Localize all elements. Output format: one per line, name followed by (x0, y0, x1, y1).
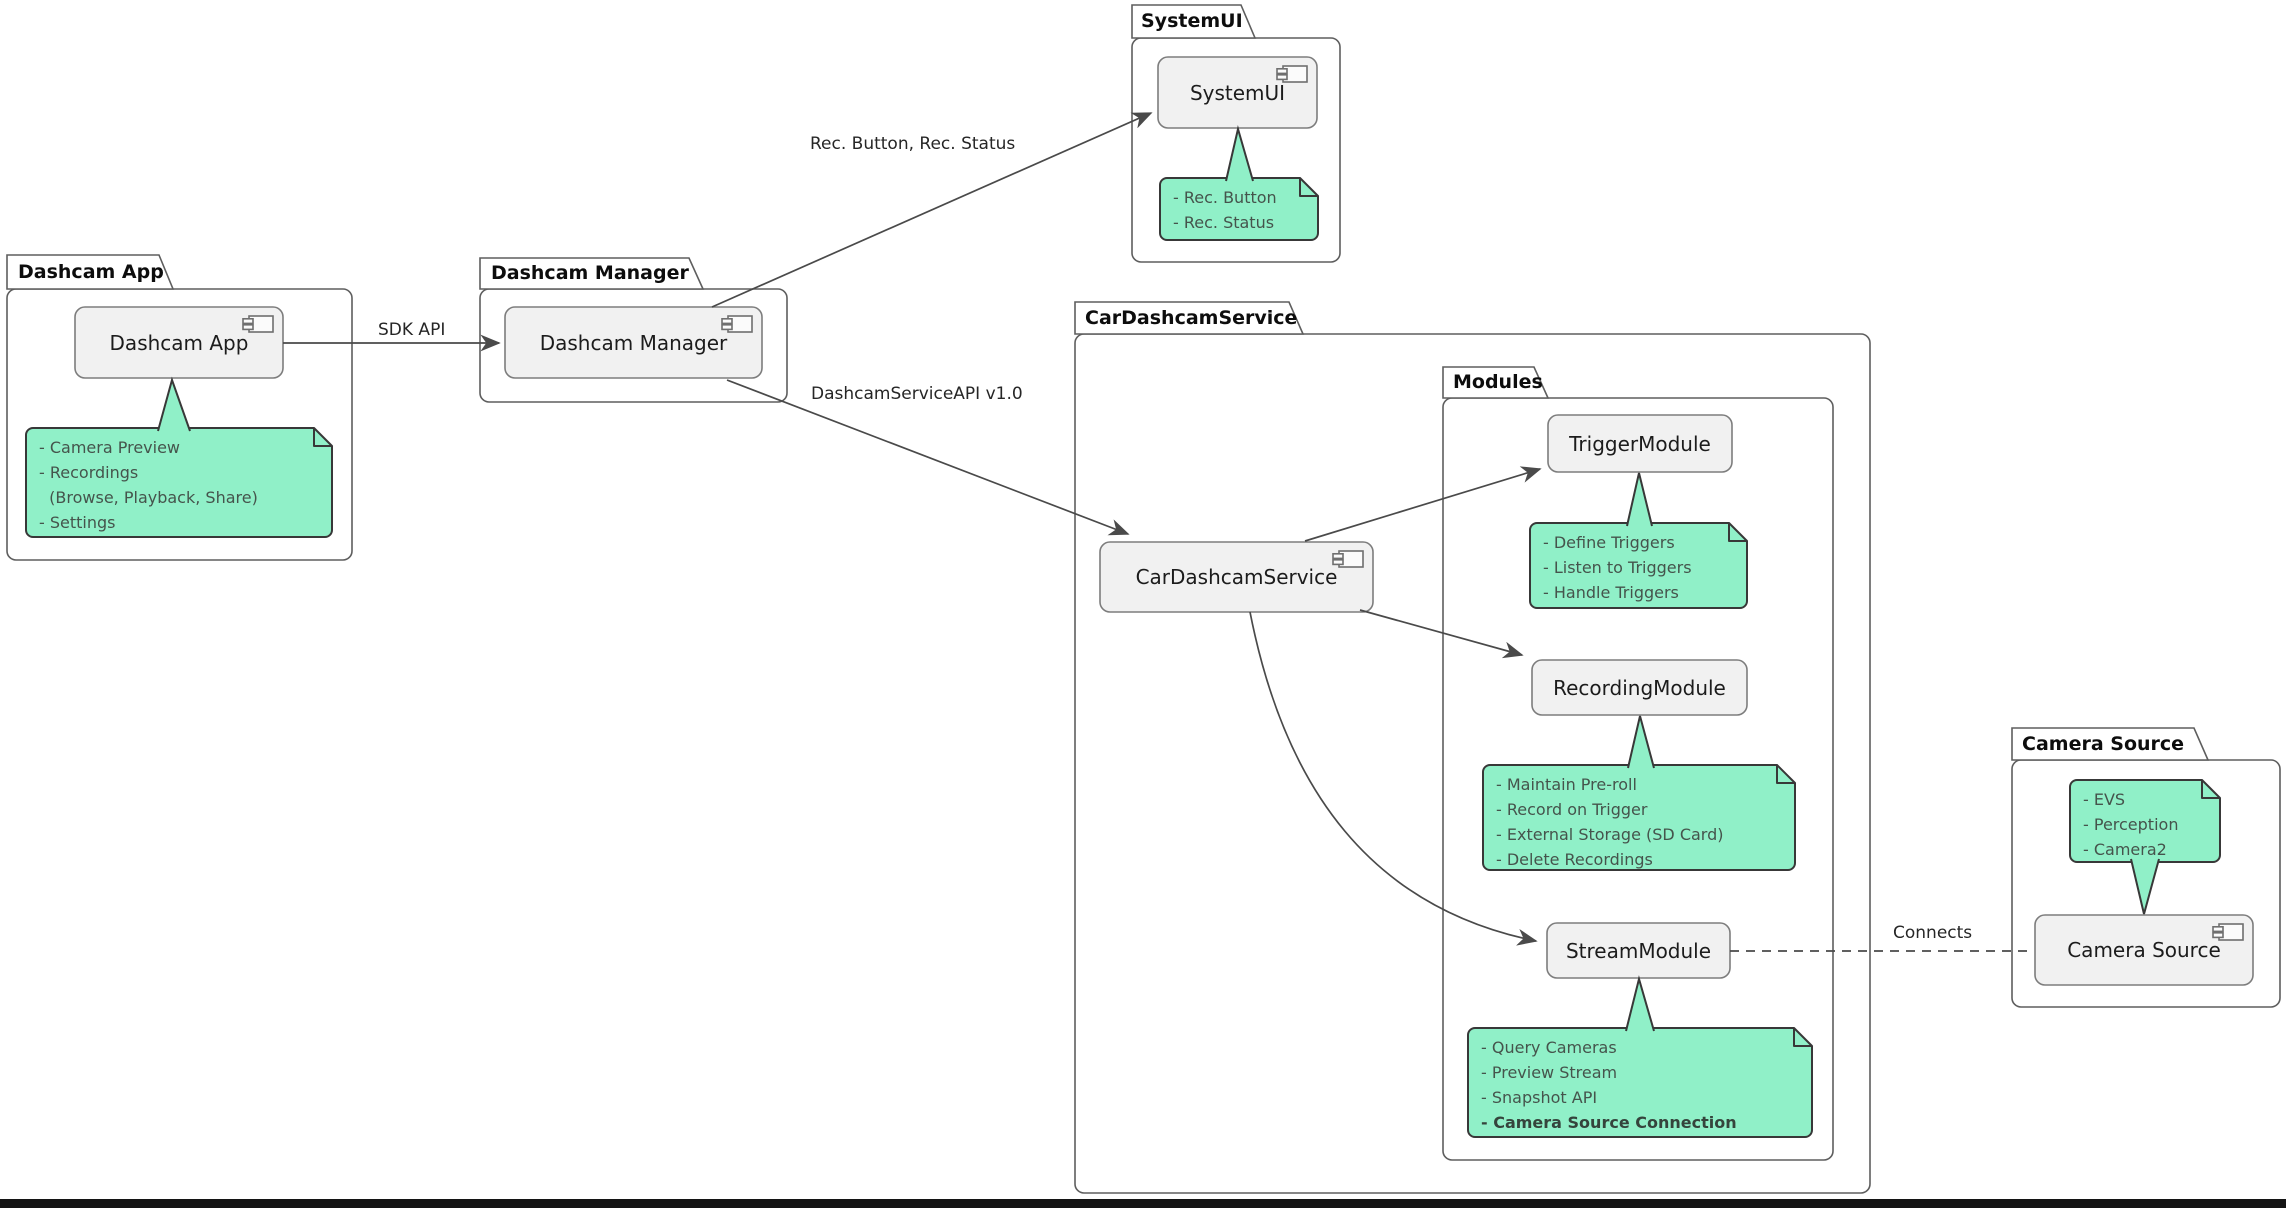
package-title-dashcam-app: Dashcam App (18, 261, 164, 283)
component-label-camera-source: Camera Source (2067, 938, 2221, 962)
note-line: - Maintain Pre-roll (1496, 775, 1637, 794)
note-fold-icon (1793, 1027, 1813, 1047)
note-fold-icon (1728, 522, 1748, 542)
note-line: - Rec. Status (1173, 213, 1275, 232)
edge-to-stream-module (1249, 611, 1538, 946)
note-line: - Rec. Button (1173, 188, 1277, 207)
component-trigger-module (1547, 414, 1733, 473)
note-fold-icon (2201, 779, 2221, 799)
note-text-trigger-module: - Define Triggers - Listen to Triggers -… (1530, 523, 1747, 605)
note-line: - Preview Stream (1481, 1063, 1618, 1082)
edge-dashcam-service-api (726, 379, 1130, 536)
package-tab-modules (1442, 366, 1550, 399)
component-label-car-dashcam-service: CarDashcamService (1135, 565, 1338, 589)
note-line: - EVS (2083, 790, 2126, 809)
bottom-bar (0, 1199, 2286, 1208)
component-label-dashcam-app: Dashcam App (109, 330, 249, 355)
edge-rec-button-status (711, 112, 1153, 308)
package-title-camera-source: Camera Source (2022, 733, 2185, 755)
edge-label-connects: Connects (1893, 923, 1973, 943)
note-line: - Handle Triggers (1543, 583, 1679, 602)
note-text-camera-source: - EVS - Perception - Camera2 (2070, 780, 2220, 862)
note-text-dashcam-app: - Camera Preview - Recordings (Browse, P… (26, 428, 332, 535)
component-label-trigger-module: TriggerModule (1569, 431, 1711, 456)
edge-label-sdk-api: SDK API (378, 320, 446, 340)
package-tab-camera-source (2011, 727, 2210, 761)
note-line: - External Storage (SD Card) (1496, 825, 1724, 844)
component-dashcam-manager (504, 306, 763, 379)
package-tab-systemui (1131, 4, 1257, 39)
package-tab-dashcam-app (6, 254, 175, 290)
note-line: (Browse, Playback, Share) (39, 488, 258, 507)
component-label-dashcam-manager: Dashcam Manager (539, 330, 728, 355)
edge-label-rec-button-status: Rec. Button, Rec. Status (810, 134, 1016, 154)
note-line: - Perception (2083, 815, 2179, 834)
note-line: - Settings (39, 513, 116, 532)
package-tab-car-dashcam-service (1074, 301, 1305, 335)
note-pointer (1625, 975, 1655, 1032)
package-title-car-dashcam-service: CarDashcamService (1085, 307, 1298, 329)
note-line: - Delete Recordings (1496, 850, 1653, 869)
note-fold-icon (1299, 177, 1319, 197)
note-text-recording-module: - Maintain Pre-roll - Record on Trigger … (1483, 765, 1795, 872)
component-car-dashcam-service (1099, 541, 1374, 613)
note-text-systemui: - Rec. Button - Rec. Status (1160, 178, 1318, 235)
component-label-recording-module: RecordingModule (1553, 675, 1726, 700)
package-title-dashcam-manager: Dashcam Manager (491, 262, 689, 284)
note-line: - Snapshot API (1481, 1088, 1598, 1107)
note-pointer (1225, 125, 1254, 182)
note-fold-icon (313, 427, 333, 447)
note-text-stream-module: - Query Cameras - Preview Stream - Snaps… (1468, 1028, 1812, 1135)
component-label-stream-module: StreamModule (1565, 938, 1712, 963)
edge-to-recording-module (1359, 609, 1524, 659)
note-fold-icon (1776, 764, 1796, 784)
note-pointer (157, 376, 191, 432)
note-line-bold: - Camera Source Connection (1481, 1113, 1737, 1132)
note-line: - Listen to Triggers (1543, 558, 1692, 577)
note-line: - Query Cameras (1481, 1038, 1617, 1057)
note-pointer (2130, 858, 2160, 915)
component-recording-module (1531, 659, 1748, 716)
note-line: - Camera Preview (39, 438, 181, 457)
package-title-systemui: SystemUI (1141, 10, 1243, 32)
note-line: - Record on Trigger (1496, 800, 1648, 819)
note-line: - Recordings (39, 463, 139, 482)
package-title-modules: Modules (1453, 371, 1543, 393)
note-pointer (1627, 715, 1655, 769)
package-tab-dashcam-manager (479, 257, 705, 290)
edge-label-dashcam-service-api: DashcamServiceAPI v1.0 (811, 384, 1023, 404)
component-camera-source (2034, 914, 2254, 986)
note-line: - Camera2 (2083, 840, 2167, 859)
component-label-systemui: SystemUI (1189, 80, 1286, 105)
edge-to-trigger-module (1304, 466, 1542, 542)
note-pointer (1626, 472, 1653, 527)
note-line: - Define Triggers (1543, 533, 1675, 552)
